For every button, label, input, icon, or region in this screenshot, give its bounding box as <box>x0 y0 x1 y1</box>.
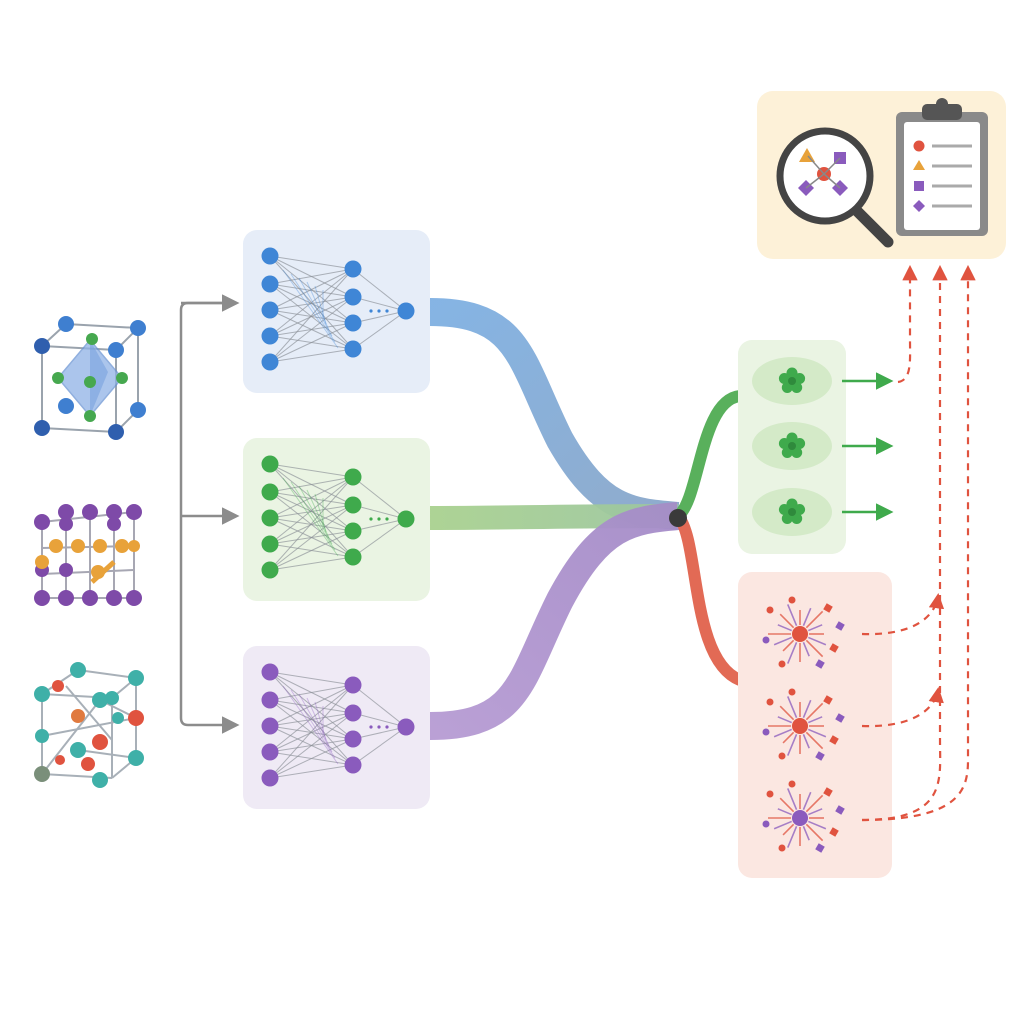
hidden-node <box>344 704 362 722</box>
neural-network-purple-icon <box>261 663 415 787</box>
hidden-node <box>344 730 362 748</box>
input-node <box>261 691 279 709</box>
ellipsis-dot <box>385 517 389 521</box>
neural-network-blue-icon <box>261 247 415 371</box>
input-node <box>261 275 279 293</box>
feedback-arrows <box>861 264 976 822</box>
blue-stream <box>429 298 680 530</box>
merge-node <box>669 509 687 527</box>
input-node <box>261 535 279 553</box>
hidden-node <box>344 288 362 306</box>
burst-icon <box>762 596 845 669</box>
input-node <box>261 455 279 473</box>
input-node <box>261 327 279 345</box>
hidden-node <box>344 522 362 540</box>
hidden-node <box>344 260 362 278</box>
hidden-node <box>344 496 362 514</box>
stable-branch <box>673 390 742 521</box>
hidden-node <box>344 340 362 358</box>
stable-arrows <box>842 372 894 521</box>
burst-core <box>792 810 808 826</box>
input-bracket <box>179 294 240 734</box>
cluster-icon <box>778 367 806 393</box>
model-panel-green <box>243 438 430 601</box>
ellipsis-dot <box>385 725 389 729</box>
mixed-crystal-icon <box>34 662 144 788</box>
output-node <box>397 718 415 736</box>
ellipsis-dot <box>369 517 373 521</box>
model-panel-blue <box>243 230 430 393</box>
input-node <box>261 301 279 319</box>
burst-core <box>792 626 808 642</box>
cluster-icon <box>778 432 806 458</box>
clipboard-checklist-icon <box>896 98 988 236</box>
burst-icon <box>762 688 845 761</box>
unstable-bursts <box>762 596 845 853</box>
input-node <box>261 483 279 501</box>
cluster-icon <box>778 498 806 524</box>
hidden-node <box>344 548 362 566</box>
ellipsis-dot <box>369 725 373 729</box>
input-node <box>261 663 279 681</box>
input-node <box>261 743 279 761</box>
model-panel-purple <box>243 646 430 809</box>
model-streams <box>429 298 743 740</box>
ellipsis-dot <box>377 725 381 729</box>
unstable-panel <box>738 572 892 878</box>
analysis-panel <box>757 91 1006 259</box>
output-node <box>397 510 415 528</box>
neural-network-green-icon <box>261 455 415 579</box>
burst-core <box>792 718 808 734</box>
stable-clusters <box>752 357 832 536</box>
ellipsis-dot <box>369 309 373 313</box>
ellipsis-dot <box>385 309 389 313</box>
input-node <box>261 509 279 527</box>
output-node <box>397 302 415 320</box>
hidden-node <box>344 314 362 332</box>
perovskite-crystal-icon <box>34 316 146 440</box>
input-node <box>261 247 279 265</box>
hidden-node <box>344 676 362 694</box>
input-node <box>261 769 279 787</box>
purple-stream <box>429 502 680 740</box>
layered-lattice-icon <box>34 504 142 606</box>
ellipsis-dot <box>377 517 381 521</box>
ellipsis-dot <box>377 309 381 313</box>
input-node <box>261 561 279 579</box>
input-node <box>261 353 279 371</box>
input-node <box>261 717 279 735</box>
hidden-node <box>344 756 362 774</box>
stable-panel <box>738 340 846 554</box>
unstable-branch <box>673 511 743 686</box>
burst-icon <box>762 780 845 853</box>
hidden-node <box>344 468 362 486</box>
magnifier-icon <box>776 127 894 248</box>
